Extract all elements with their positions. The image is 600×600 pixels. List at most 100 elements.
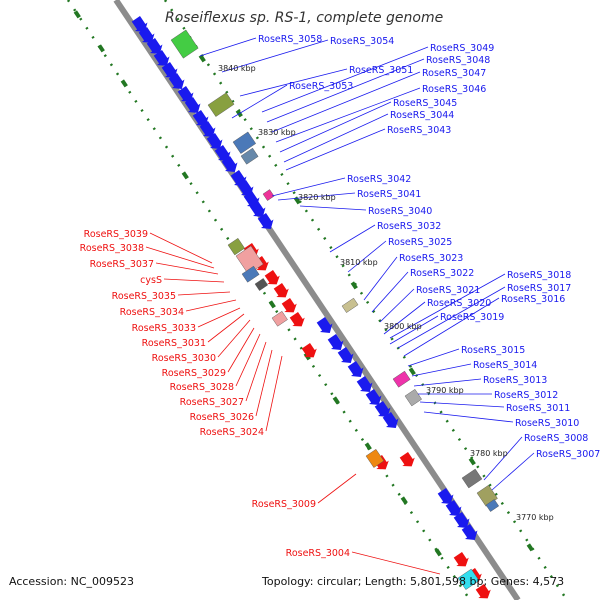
- gene-label[interactable]: RoseRS_3054: [330, 36, 394, 47]
- gene-label[interactable]: RoseRS_3053: [289, 81, 353, 92]
- forward-gene-block: [485, 499, 500, 512]
- gene-label[interactable]: RoseRS_3047: [422, 68, 486, 79]
- major-tick: [268, 300, 276, 309]
- gene-label[interactable]: RoseRS_3058: [258, 34, 322, 45]
- forward-gene-block: [392, 370, 411, 388]
- gene-label[interactable]: RoseRS_3019: [440, 312, 504, 323]
- label-connector: [383, 301, 426, 335]
- gene-label[interactable]: RoseRS_3031: [142, 338, 206, 349]
- gene-label[interactable]: RoseRS_3046: [422, 84, 486, 95]
- gene-label[interactable]: RoseRS_3024: [200, 427, 264, 438]
- reverse-strand-genes: [227, 238, 491, 599]
- label-connector: [275, 87, 421, 143]
- gene-label[interactable]: RoseRS_3021: [416, 285, 480, 296]
- label-connector: [407, 348, 460, 367]
- label-connector: [403, 297, 500, 357]
- gene-label[interactable]: RoseRS_3032: [377, 221, 441, 232]
- label-connector: [266, 58, 425, 123]
- reverse-gene-arrow: [281, 298, 297, 313]
- gene-label[interactable]: RoseRS_3008: [524, 433, 588, 444]
- reverse-gene-arrow: [399, 452, 415, 467]
- gene-label[interactable]: RoseRS_3014: [473, 360, 537, 371]
- label-connector: [277, 192, 356, 201]
- major-tick: [181, 171, 189, 180]
- gene-label[interactable]: RoseRS_3027: [180, 397, 244, 408]
- forward-gene-arrow: [437, 488, 454, 505]
- gene-label[interactable]: RoseRS_3007: [536, 449, 600, 460]
- major-tick: [332, 396, 340, 405]
- label-connector: [491, 452, 535, 491]
- gene-label[interactable]: RoseRS_3040: [368, 206, 432, 217]
- gene-label[interactable]: RoseRS_3028: [170, 382, 234, 393]
- forward-gene-arrow: [206, 133, 223, 150]
- gene-label[interactable]: RoseRS_3020: [427, 298, 491, 309]
- scale-label: 3820 kbp: [298, 193, 336, 202]
- label-connector: [363, 256, 398, 301]
- gene-label[interactable]: RoseRS_3035: [112, 291, 176, 302]
- forward-gene-block: [170, 29, 199, 59]
- gene-label[interactable]: RoseRS_3029: [162, 368, 226, 379]
- label-connector: [285, 128, 386, 171]
- reverse-gene-arrow: [453, 552, 469, 567]
- forward-gene-arrow: [221, 156, 238, 173]
- gene-label[interactable]: RoseRS_3016: [501, 294, 565, 305]
- label-connector: [347, 240, 387, 273]
- gene-label[interactable]: RoseRS_3034: [120, 307, 184, 318]
- forward-gene-arrow: [327, 334, 344, 351]
- reverse-gene-block: [254, 278, 269, 291]
- gene-label[interactable]: RoseRS_3018: [507, 270, 571, 281]
- gene-label[interactable]: RoseRS_3041: [357, 189, 421, 200]
- label-connector: [199, 37, 257, 57]
- major-tick: [526, 543, 534, 552]
- forward-gene-arrow: [356, 376, 373, 393]
- gene-label[interactable]: RoseRS_3025: [388, 237, 452, 248]
- label-connector: [271, 177, 346, 197]
- gene-label[interactable]: cysS: [140, 275, 162, 286]
- genome-summary-text: Topology: circular; Length: 5,801,598 bp…: [261, 575, 564, 588]
- forward-gene-arrow: [374, 401, 391, 418]
- major-tick: [408, 367, 416, 376]
- label-connector: [239, 68, 348, 97]
- gene-label[interactable]: RoseRS_3049: [430, 43, 494, 54]
- gene-label[interactable]: RoseRS_3026: [190, 412, 254, 423]
- forward-gene-arrow: [199, 121, 216, 138]
- major-tick: [434, 548, 442, 557]
- gene-label[interactable]: RoseRS_3010: [515, 418, 579, 429]
- gene-label[interactable]: RoseRS_3011: [506, 403, 570, 414]
- gene-label[interactable]: RoseRS_3004: [286, 548, 350, 559]
- gene-label[interactable]: RoseRS_3048: [426, 55, 490, 66]
- forward-gene-arrow: [365, 389, 382, 406]
- reverse-gene-block: [457, 568, 480, 590]
- major-tick: [198, 54, 206, 63]
- gene-label[interactable]: RoseRS_3022: [410, 268, 474, 279]
- accession-text: Accession: NC_009523: [9, 575, 134, 588]
- reverse-gene-arrow: [289, 312, 305, 327]
- gene-label[interactable]: RoseRS_3012: [494, 390, 558, 401]
- forward-gene-arrow: [168, 73, 185, 90]
- label-connector: [255, 349, 273, 417]
- gene-label[interactable]: RoseRS_3039: [84, 229, 148, 240]
- gene-label[interactable]: RoseRS_3015: [461, 345, 525, 356]
- gene-label[interactable]: RoseRS_3023: [399, 253, 463, 264]
- gene-label[interactable]: RoseRS_3051: [349, 65, 413, 76]
- gene-label[interactable]: RoseRS_3038: [80, 243, 144, 254]
- scale-label: 3800 kbp: [384, 322, 422, 331]
- gene-label[interactable]: RoseRS_3043: [387, 125, 451, 136]
- forward-gene-arrow: [131, 16, 148, 33]
- forward-gene-arrow: [337, 347, 354, 364]
- gene-label[interactable]: RoseRS_3017: [507, 283, 571, 294]
- gene-label[interactable]: RoseRS_3009: [252, 499, 316, 510]
- gene-label[interactable]: RoseRS_3013: [483, 375, 547, 386]
- gene-label[interactable]: RoseRS_3033: [132, 323, 196, 334]
- label-connector: [177, 291, 231, 296]
- gene-label[interactable]: RoseRS_3045: [393, 98, 457, 109]
- gene-label[interactable]: RoseRS_3044: [390, 110, 454, 121]
- gene-label[interactable]: RoseRS_3030: [152, 353, 216, 364]
- gene-label[interactable]: RoseRS_3037: [90, 259, 154, 270]
- gene-label[interactable]: RoseRS_3042: [347, 174, 411, 185]
- major-tick: [73, 10, 81, 19]
- label-connector: [317, 473, 357, 504]
